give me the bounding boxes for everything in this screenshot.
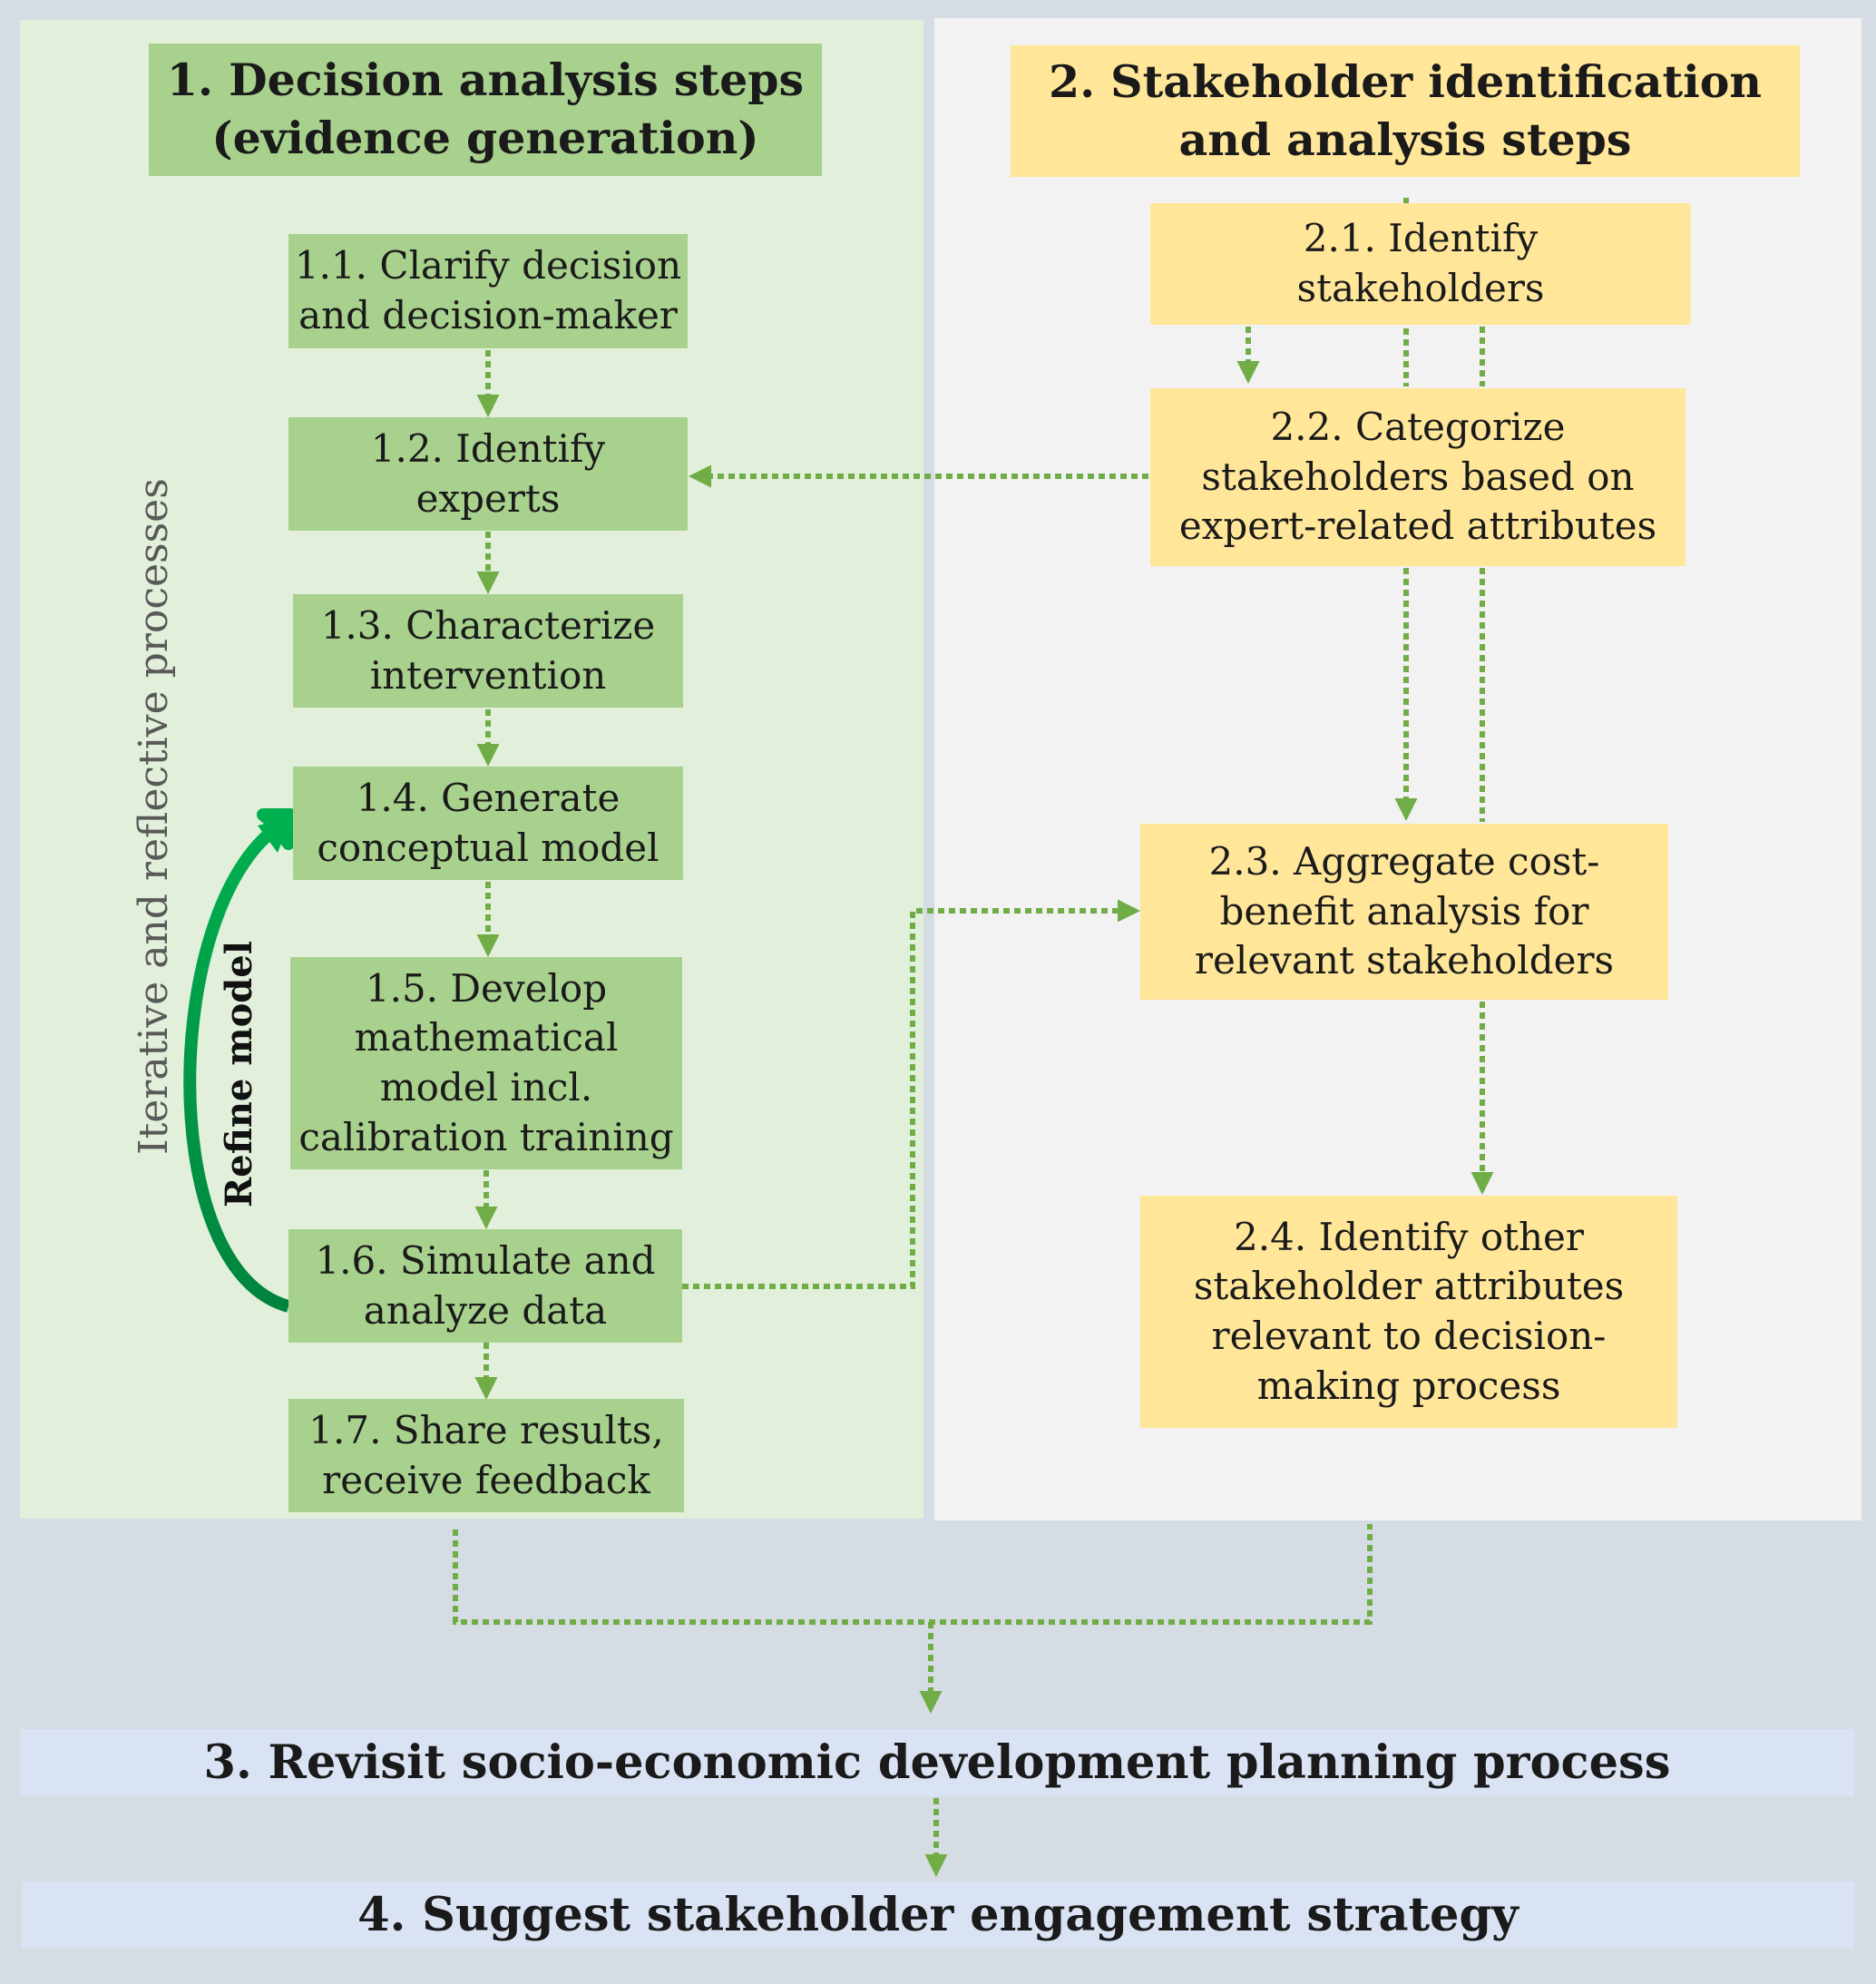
refine-model-arrowhead: [258, 816, 292, 853]
step-2-1: 2.1. Identify stakeholders: [1150, 203, 1691, 325]
step-1-7: 1.7. Share results, receive feedback: [288, 1399, 684, 1512]
section-4-title: 4. Suggest stakeholder engagement strate…: [22, 1881, 1854, 1949]
step-1-3: 1.3. Characterize intervention: [293, 594, 683, 708]
step-1-2: 1.2. Identify experts: [288, 417, 688, 531]
step-2-2: 2.2. Categorize stakeholders based on ex…: [1150, 388, 1685, 566]
refine-model-label: Refine model: [218, 941, 260, 1207]
step-2-3: 2.3. Aggregate cost- benefit analysis fo…: [1140, 824, 1668, 1000]
section-3-title: 3. Revisit socio-economic development pl…: [20, 1729, 1854, 1796]
arrow-1-6-to-2-3: [682, 899, 1141, 1289]
step-1-1: 1.1. Clarify decision and decision-maker: [288, 234, 688, 348]
merge-line-left: [453, 1524, 1373, 1625]
step-1-5: 1.5. Develop mathematical model incl. ca…: [290, 957, 682, 1169]
section-1-title: 1. Decision analysis steps (evidence gen…: [149, 44, 822, 176]
step-1-6: 1.6. Simulate and analyze data: [288, 1229, 682, 1343]
step-2-4: 2.4. Identify other stakeholder attribut…: [1140, 1196, 1677, 1428]
iterative-processes-label: Iterative and reflective processes: [131, 478, 177, 1155]
section-2-title: 2. Stakeholder identification and analys…: [1011, 45, 1800, 177]
step-1-4: 1.4. Generate conceptual model: [293, 767, 683, 880]
